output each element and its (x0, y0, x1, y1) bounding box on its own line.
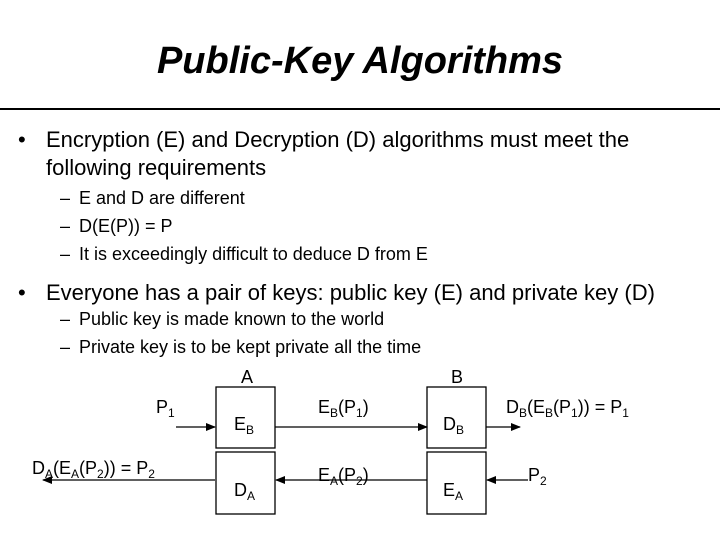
row1-box-b (426, 386, 487, 449)
row2-box-a-label: DA (234, 480, 256, 503)
row1-input-label: P1 (156, 397, 175, 420)
row2-input-label: P2 (528, 465, 547, 488)
bullet-marker: • (18, 127, 26, 152)
row1-output-label: DB(EB(P1)) = P1 (506, 397, 629, 420)
sub-bullet-marker: – (60, 244, 71, 264)
sub-bullet-text: Private key is to be kept private all th… (79, 337, 422, 357)
sub-bullet-text: E and D are different (79, 188, 245, 208)
sub-bullet-text: Public key is made known to the world (79, 309, 385, 329)
sub-bullet-marker: – (60, 337, 71, 357)
row1-middle-label: EB(P1) (318, 397, 369, 420)
sub-bullet-marker: – (60, 188, 71, 208)
bullet-text-line2: following requirements (46, 155, 267, 180)
row1-box-a (215, 386, 276, 449)
bullet-text-line1: Encryption (E) and Decryption (D) algori… (46, 127, 630, 152)
party-b-label: B (451, 367, 464, 387)
row2-output-label: DA(EA(P2)) = P2 (32, 458, 155, 481)
row2-middle-label: EA(P2) (318, 465, 369, 488)
party-a-label: A (241, 367, 254, 387)
sub-bullet-marker: – (60, 216, 71, 236)
sub-bullet-text: It is exceedingly difficult to deduce D … (79, 244, 428, 264)
bullet-text-line1: Everyone has a pair of keys: public key … (46, 280, 655, 305)
slide-title: Public-Key Algorithms (156, 40, 564, 82)
bullet-marker: • (18, 280, 26, 305)
row1-box-b-label: DB (443, 414, 465, 437)
row2-box-b-label: EA (443, 480, 464, 503)
title-underline (0, 108, 720, 110)
row1-box-a-label: EB (234, 414, 255, 437)
sub-bullet-marker: – (60, 309, 71, 329)
sub-bullet-text: D(E(P)) = P (79, 216, 173, 236)
